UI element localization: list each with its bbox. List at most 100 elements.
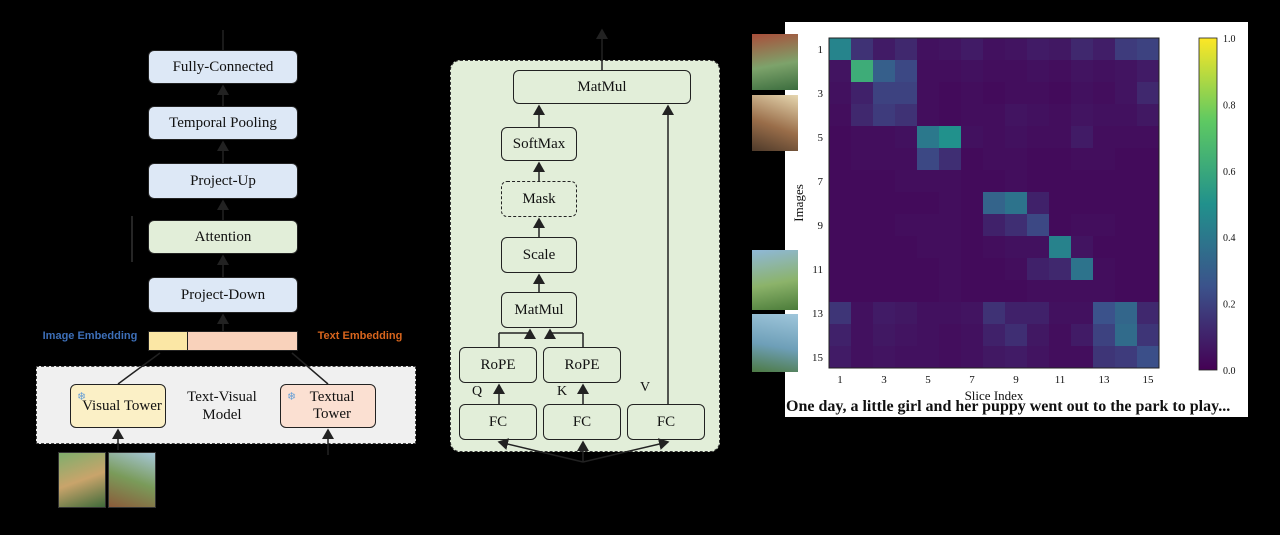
heatmap-cell bbox=[1005, 258, 1028, 281]
fc-k-box: FC bbox=[543, 404, 621, 440]
heatmap-cell bbox=[1093, 82, 1116, 105]
story-thumbnail bbox=[752, 95, 798, 151]
colorbar-tick-label: 0.6 bbox=[1223, 167, 1236, 178]
heatmap-cell bbox=[829, 192, 852, 215]
heatmap-cell bbox=[895, 236, 918, 259]
heatmap-cell bbox=[917, 324, 940, 347]
heatmap-cell bbox=[1049, 258, 1072, 281]
heatmap-cell bbox=[1027, 236, 1050, 259]
story-thumbnail bbox=[752, 314, 798, 372]
heatmap-cell bbox=[1071, 192, 1094, 215]
heatmap-cell bbox=[873, 324, 896, 347]
heatmap-cell bbox=[961, 148, 984, 171]
left-arrows bbox=[112, 30, 334, 455]
heatmap-cell bbox=[961, 302, 984, 325]
heatmap-cell bbox=[983, 38, 1006, 61]
heatmap-cell bbox=[873, 280, 896, 303]
x-tick-label: 1 bbox=[837, 374, 843, 386]
heatmap-cell bbox=[1115, 214, 1138, 237]
rope-k-label: RoPE bbox=[564, 356, 600, 373]
heatmap-cell bbox=[851, 82, 874, 105]
heatmap-cell bbox=[961, 38, 984, 61]
x-tick-label: 11 bbox=[1055, 374, 1066, 386]
heatmap-cell bbox=[1093, 104, 1116, 127]
heatmap-cell bbox=[939, 148, 962, 171]
heatmap-cell bbox=[939, 280, 962, 303]
rope-q-label: RoPE bbox=[480, 356, 516, 373]
heatmap-cell bbox=[873, 148, 896, 171]
heatmap-cell bbox=[1027, 82, 1050, 105]
heatmap-cell bbox=[917, 214, 940, 237]
snowflake-icon: ❄ bbox=[77, 391, 87, 403]
heatmap-cell bbox=[829, 346, 852, 369]
heatmap-cell bbox=[873, 302, 896, 325]
heatmap-cell bbox=[1093, 170, 1116, 193]
heatmap-cell bbox=[829, 170, 852, 193]
heatmap-cell bbox=[1115, 236, 1138, 259]
project-up-label: Project-Up bbox=[190, 172, 256, 189]
heatmap-cell bbox=[829, 60, 852, 83]
heatmap-cell bbox=[983, 280, 1006, 303]
heatmap-cell bbox=[1027, 104, 1050, 127]
matmul-top-box: MatMul bbox=[513, 70, 691, 104]
heatmap-cell bbox=[1027, 214, 1050, 237]
heatmap-cell bbox=[1093, 280, 1116, 303]
heatmap-cell bbox=[851, 126, 874, 149]
input-image-thumbnail bbox=[108, 452, 156, 508]
heatmap-cell bbox=[1049, 60, 1072, 83]
matmul-bottom-box: MatMul bbox=[501, 292, 577, 328]
heatmap-cell bbox=[1137, 258, 1160, 281]
heatmap-cell bbox=[1027, 170, 1050, 193]
heatmap-cell bbox=[1115, 126, 1138, 149]
heatmap-cell bbox=[895, 170, 918, 193]
heatmap-cell bbox=[1093, 258, 1116, 281]
heatmap-cell bbox=[1071, 280, 1094, 303]
heatmap-cell bbox=[939, 324, 962, 347]
heatmap-cell bbox=[851, 346, 874, 369]
heatmap-cell bbox=[1115, 104, 1138, 127]
heatmap-cell bbox=[1115, 170, 1138, 193]
text-visual-model-label: Text-Visual Model bbox=[187, 389, 257, 423]
image-embedding-segment bbox=[149, 332, 188, 350]
heatmap-cell bbox=[917, 82, 940, 105]
heatmap-cell bbox=[873, 126, 896, 149]
colorbar-tick-label: 0.8 bbox=[1223, 100, 1236, 111]
heatmap-cell bbox=[895, 38, 918, 61]
heatmap-cell bbox=[1027, 258, 1050, 281]
heatmap-cell bbox=[895, 346, 918, 369]
heatmap-cell bbox=[917, 170, 940, 193]
fc-v-label: FC bbox=[656, 413, 676, 430]
heatmap-cell bbox=[983, 236, 1006, 259]
heatmap-cell bbox=[1005, 38, 1028, 61]
heatmap-cell bbox=[895, 192, 918, 215]
heatmap-cell bbox=[829, 38, 852, 61]
y-tick-label: 9 bbox=[818, 220, 824, 232]
heatmap-cell bbox=[873, 258, 896, 281]
heatmap-cell bbox=[1137, 60, 1160, 83]
heatmap-cell bbox=[1115, 346, 1138, 369]
v-label: V bbox=[640, 380, 651, 395]
mask-box: Mask bbox=[501, 181, 577, 217]
heatmap-cell bbox=[1005, 82, 1028, 105]
heatmap-cell bbox=[1027, 148, 1050, 171]
heatmap-cell bbox=[1027, 346, 1050, 369]
temporal-pooling-label: Temporal Pooling bbox=[169, 114, 277, 131]
mask-label: Mask bbox=[522, 190, 556, 207]
heatmap-cell bbox=[917, 60, 940, 83]
heatmap-cell bbox=[1071, 302, 1094, 325]
colorbar-tick-label: 0.4 bbox=[1223, 233, 1236, 244]
heatmap-cell bbox=[1137, 126, 1160, 149]
rope-k-box: RoPE bbox=[543, 347, 621, 383]
x-tick-label: 13 bbox=[1099, 374, 1111, 386]
temporal-pooling-box: Temporal Pooling bbox=[148, 106, 298, 140]
heatmap-cell bbox=[917, 258, 940, 281]
heatmap-cell bbox=[983, 214, 1006, 237]
textual-tower-label: Textual Tower bbox=[309, 389, 355, 422]
heatmap-cell bbox=[1049, 302, 1072, 325]
heatmap-cell bbox=[1027, 192, 1050, 215]
heatmap-cell bbox=[1115, 192, 1138, 215]
heatmap-cell bbox=[939, 170, 962, 193]
x-tick-label: 5 bbox=[925, 374, 931, 386]
heatmap-cell bbox=[1005, 126, 1028, 149]
